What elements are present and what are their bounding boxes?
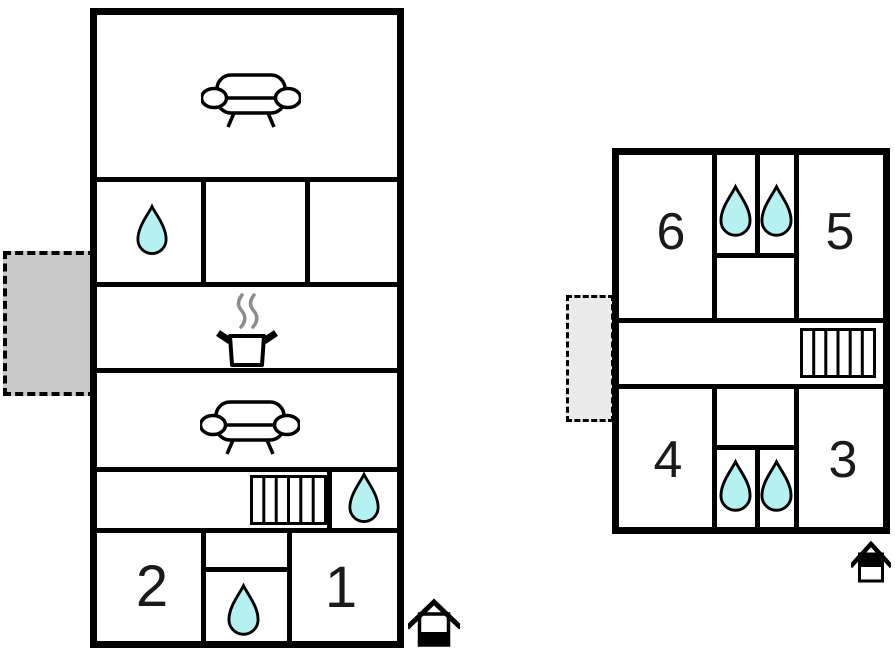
wall (201, 528, 206, 641)
wall (201, 567, 292, 572)
house-entrance-icon (408, 596, 460, 648)
room-label-3: 3 (828, 431, 858, 489)
room-label-4: 4 (653, 431, 683, 489)
sofa-icon (201, 69, 301, 129)
room-label-6: 6 (656, 203, 686, 261)
water-drop-icon (136, 203, 168, 257)
wall (97, 368, 397, 373)
wall (97, 528, 397, 533)
water-drop-icon (348, 472, 380, 524)
wall (619, 384, 883, 389)
room-label-2: 2 (135, 554, 169, 619)
water-drop-icon (719, 458, 752, 514)
water-drop-icon (719, 183, 752, 239)
room-label-1: 1 (324, 555, 358, 620)
wall (755, 155, 760, 258)
wall (712, 445, 799, 450)
building-left: 2 1 (90, 8, 404, 648)
sofa-icon (200, 396, 300, 456)
wall (712, 155, 717, 323)
wall (755, 450, 760, 527)
room-label-5: 5 (825, 203, 855, 261)
wall (201, 177, 206, 287)
wall (327, 467, 332, 533)
building-right: 6 5 4 3 (612, 148, 890, 534)
water-drop-icon (760, 183, 793, 239)
wall (305, 177, 310, 287)
wall (97, 467, 397, 472)
house-entrance-icon (851, 539, 891, 585)
wall (97, 177, 397, 182)
wall (97, 282, 397, 287)
wall (619, 318, 883, 323)
wall (794, 155, 799, 323)
cooking-pot-icon (215, 291, 279, 371)
water-drop-icon (760, 458, 793, 514)
water-drop-icon (227, 582, 260, 638)
wall (287, 528, 292, 641)
terrace-left-building (3, 251, 96, 396)
wall (794, 389, 799, 527)
wall (712, 389, 717, 527)
wall (712, 253, 799, 258)
terrace-right-building (566, 295, 614, 422)
stairs-icon (250, 475, 327, 525)
stairs-icon (800, 328, 876, 378)
